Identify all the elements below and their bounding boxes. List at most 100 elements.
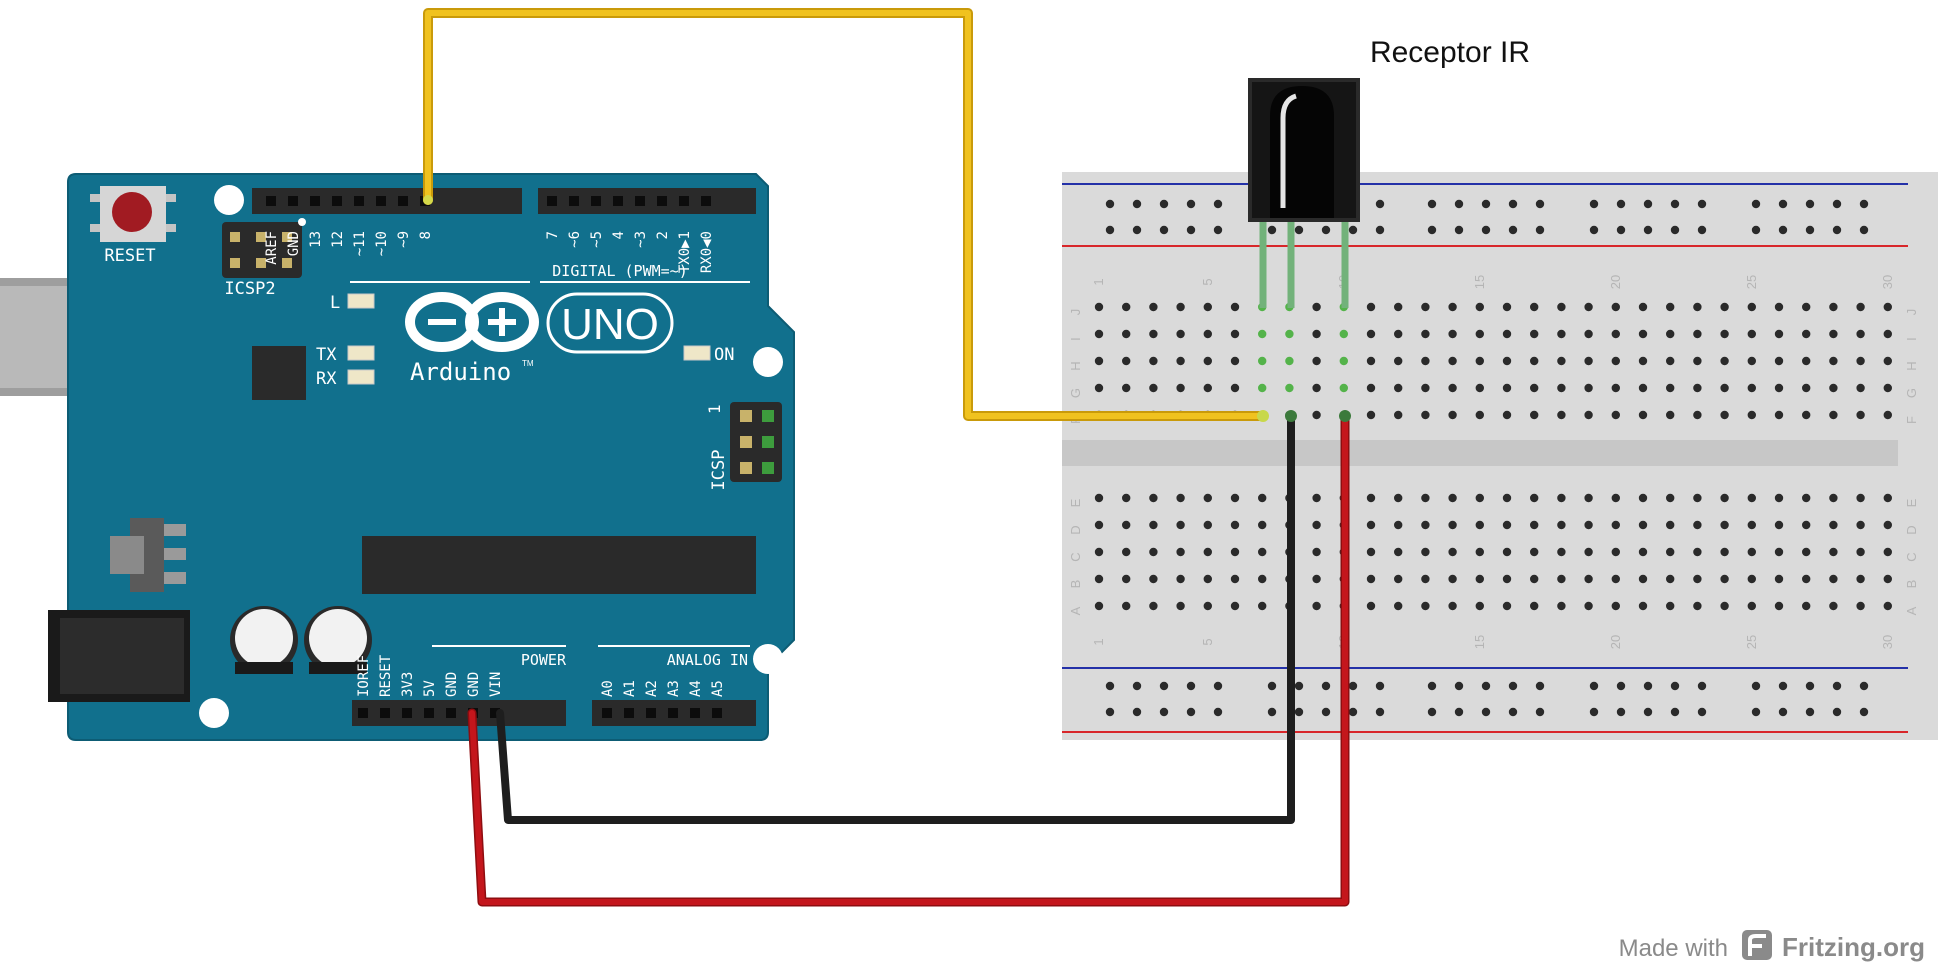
breadboard-hole[interactable] — [1421, 329, 1430, 339]
breadboard-hole[interactable] — [1203, 356, 1213, 366]
rail-hole[interactable] — [1643, 681, 1653, 691]
rail-hole[interactable] — [1159, 225, 1169, 235]
breadboard-hole[interactable] — [1693, 547, 1702, 557]
breadboard-hole[interactable] — [1530, 356, 1539, 366]
breadboard-hole[interactable] — [1448, 383, 1457, 393]
breadboard-hole[interactable] — [1611, 493, 1621, 503]
rail-hole[interactable] — [1294, 225, 1304, 235]
breadboard-hole[interactable] — [1203, 383, 1213, 393]
rail-hole[interactable] — [1697, 707, 1707, 717]
breadboard-hole[interactable] — [1203, 574, 1213, 584]
breadboard-hole[interactable] — [1557, 601, 1566, 611]
breadboard-hole[interactable] — [1557, 302, 1566, 312]
header-pin[interactable] — [712, 708, 722, 718]
rail-hole[interactable] — [1616, 707, 1626, 717]
breadboard-hole[interactable] — [1530, 493, 1539, 503]
breadboard-hole[interactable] — [1638, 520, 1648, 530]
breadboard-hole[interactable] — [1584, 493, 1593, 503]
header-pin[interactable] — [679, 196, 689, 206]
rail-hole[interactable] — [1481, 199, 1491, 209]
breadboard-hole[interactable] — [1394, 383, 1403, 393]
rail-hole[interactable] — [1778, 707, 1788, 717]
breadboard-hole[interactable] — [1122, 383, 1131, 393]
breadboard-hole[interactable] — [1312, 302, 1321, 312]
breadboard-hole[interactable] — [1230, 574, 1240, 584]
rail-hole[interactable] — [1643, 199, 1653, 209]
breadboard-hole[interactable] — [1856, 302, 1865, 312]
rail-hole[interactable] — [1589, 707, 1599, 717]
breadboard-hole[interactable] — [1720, 302, 1729, 312]
breadboard-hole[interactable] — [1094, 601, 1104, 611]
breadboard-hole[interactable] — [1394, 601, 1403, 611]
header-pin[interactable] — [624, 708, 634, 718]
header-pin[interactable] — [569, 196, 579, 206]
breadboard-hole[interactable] — [1530, 574, 1539, 584]
rail-hole[interactable] — [1481, 225, 1491, 235]
header-pin[interactable] — [424, 708, 434, 718]
breadboard-hole[interactable] — [1448, 601, 1457, 611]
breadboard-hole[interactable] — [1149, 493, 1158, 503]
breadboard-hole[interactable] — [1094, 356, 1104, 366]
breadboard-hole[interactable] — [1530, 520, 1539, 530]
breadboard-hole[interactable] — [1094, 520, 1104, 530]
breadboard-hole[interactable] — [1149, 547, 1158, 557]
breadboard-hole[interactable] — [1584, 574, 1593, 584]
breadboard-hole[interactable] — [1285, 356, 1294, 366]
rail-hole[interactable] — [1267, 707, 1277, 717]
rail-hole[interactable] — [1375, 225, 1385, 235]
rail-hole[interactable] — [1132, 199, 1142, 209]
breadboard-hole[interactable] — [1366, 356, 1376, 366]
rail-hole[interactable] — [1670, 199, 1680, 209]
breadboard-hole[interactable] — [1856, 493, 1865, 503]
breadboard-hole[interactable] — [1258, 493, 1267, 503]
breadboard-hole[interactable] — [1421, 356, 1430, 366]
rail-hole[interactable] — [1859, 225, 1869, 235]
header-pin[interactable] — [613, 196, 623, 206]
rail-hole[interactable] — [1670, 707, 1680, 717]
rail-hole[interactable] — [1186, 681, 1196, 691]
breadboard-hole[interactable] — [1584, 329, 1593, 339]
header-pin[interactable] — [376, 196, 386, 206]
rail-hole[interactable] — [1454, 681, 1464, 691]
breadboard-hole[interactable] — [1774, 601, 1784, 611]
breadboard-hole[interactable] — [1611, 356, 1621, 366]
header-pin[interactable] — [354, 196, 364, 206]
breadboard-hole[interactable] — [1312, 520, 1321, 530]
breadboard-hole[interactable] — [1176, 383, 1185, 393]
breadboard-hole[interactable] — [1475, 520, 1485, 530]
breadboard-hole[interactable] — [1366, 520, 1376, 530]
breadboard-hole[interactable] — [1747, 302, 1757, 312]
breadboard-hole[interactable] — [1883, 547, 1893, 557]
breadboard-hole[interactable] — [1312, 574, 1321, 584]
breadboard-hole[interactable] — [1149, 383, 1158, 393]
rail-hole[interactable] — [1589, 225, 1599, 235]
header-pin[interactable] — [602, 708, 612, 718]
rail-hole[interactable] — [1616, 681, 1626, 691]
breadboard-hole[interactable] — [1502, 601, 1512, 611]
header-pin[interactable] — [591, 196, 601, 206]
rail-hole[interactable] — [1778, 225, 1788, 235]
breadboard-hole[interactable] — [1176, 601, 1185, 611]
breadboard-hole[interactable] — [1802, 383, 1811, 393]
rail-hole[interactable] — [1213, 199, 1223, 209]
rail-hole[interactable] — [1186, 707, 1196, 717]
rail-hole[interactable] — [1616, 199, 1626, 209]
breadboard-hole[interactable] — [1312, 410, 1321, 420]
breadboard-hole[interactable] — [1094, 574, 1104, 584]
header-pin[interactable] — [446, 708, 456, 718]
breadboard-hole[interactable] — [1666, 302, 1675, 312]
breadboard-hole[interactable] — [1856, 601, 1865, 611]
breadboard-hole[interactable] — [1584, 520, 1593, 530]
breadboard-hole[interactable] — [1230, 383, 1240, 393]
rail-hole[interactable] — [1697, 681, 1707, 691]
breadboard-hole[interactable] — [1802, 574, 1811, 584]
breadboard-hole[interactable] — [1557, 329, 1566, 339]
rail-hole[interactable] — [1186, 225, 1196, 235]
breadboard-hole[interactable] — [1176, 302, 1185, 312]
breadboard-hole[interactable] — [1856, 410, 1865, 420]
breadboard-hole[interactable] — [1747, 547, 1757, 557]
breadboard-hole[interactable] — [1176, 356, 1185, 366]
rail-hole[interactable] — [1348, 681, 1358, 691]
breadboard-hole[interactable] — [1475, 329, 1485, 339]
breadboard-hole[interactable] — [1366, 547, 1376, 557]
